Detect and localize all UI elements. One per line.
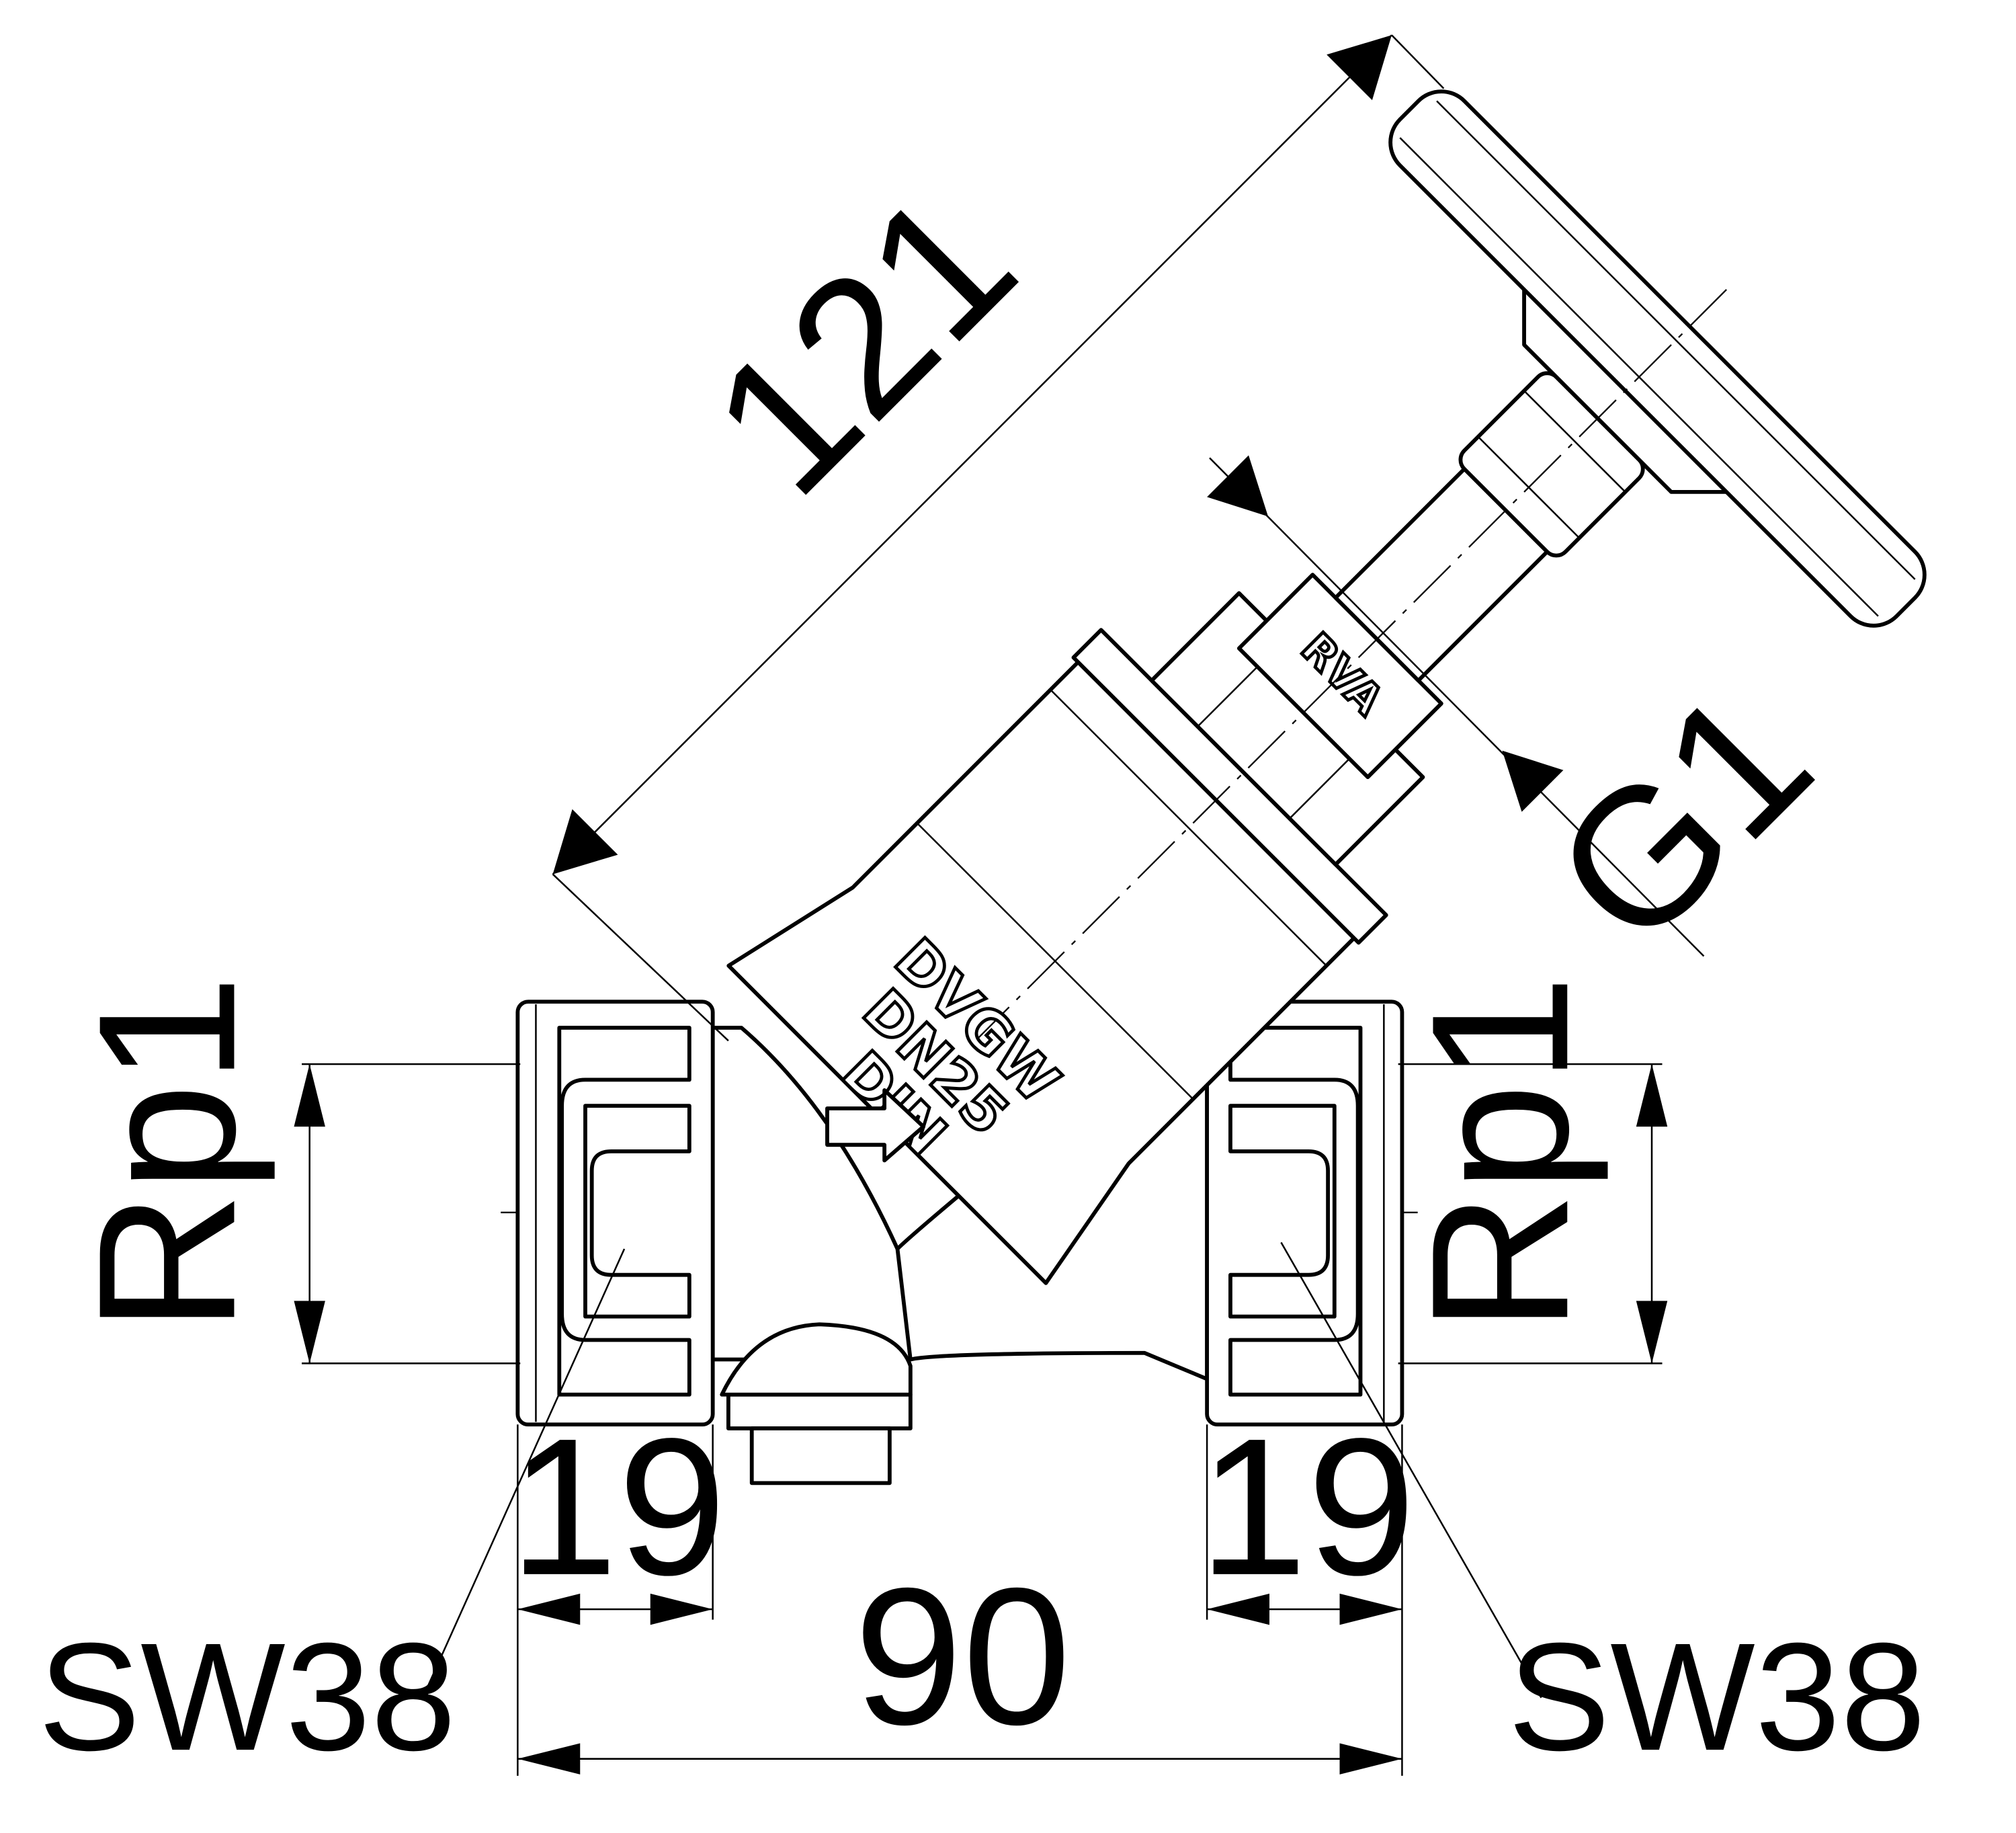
- label-sw38-right: SW38: [1508, 1611, 1926, 1783]
- leader-left: [421, 1248, 626, 1699]
- flow-arrow-icon: [825, 1088, 926, 1163]
- svg-text:G1: G1: [1513, 648, 1851, 987]
- dimension-rp1-right: Rp1: [1390, 975, 1668, 1364]
- drain-plug: [749, 1426, 892, 1485]
- leader-right: [1280, 1241, 1542, 1699]
- dimension-19-right: 19: [1199, 1397, 1416, 1625]
- svg-text:Rp1: Rp1: [57, 975, 277, 1333]
- dimension-90: 90: [517, 1547, 1402, 1775]
- label-sw38-left: SW38: [38, 1611, 456, 1783]
- dimension-rp1-left: Rp1: [57, 975, 521, 1364]
- svg-text:90: 90: [854, 1547, 1071, 1765]
- dimension-19-left: 19: [509, 1397, 726, 1625]
- bonnet-assembly: RVA DVGW DN25 DIN: [726, 89, 1927, 1285]
- svg-text:19: 19: [509, 1397, 726, 1616]
- svg-text:121: 121: [671, 150, 1055, 534]
- drain-boss: [720, 1322, 913, 1397]
- right-port-nut: [1205, 1000, 1404, 1427]
- left-port-nut: [515, 1000, 715, 1427]
- svg-text:19: 19: [1199, 1397, 1416, 1616]
- svg-text:Rp1: Rp1: [1390, 975, 1610, 1333]
- drain-plug-hex: [726, 1392, 913, 1430]
- hex-nut: [1149, 591, 1425, 867]
